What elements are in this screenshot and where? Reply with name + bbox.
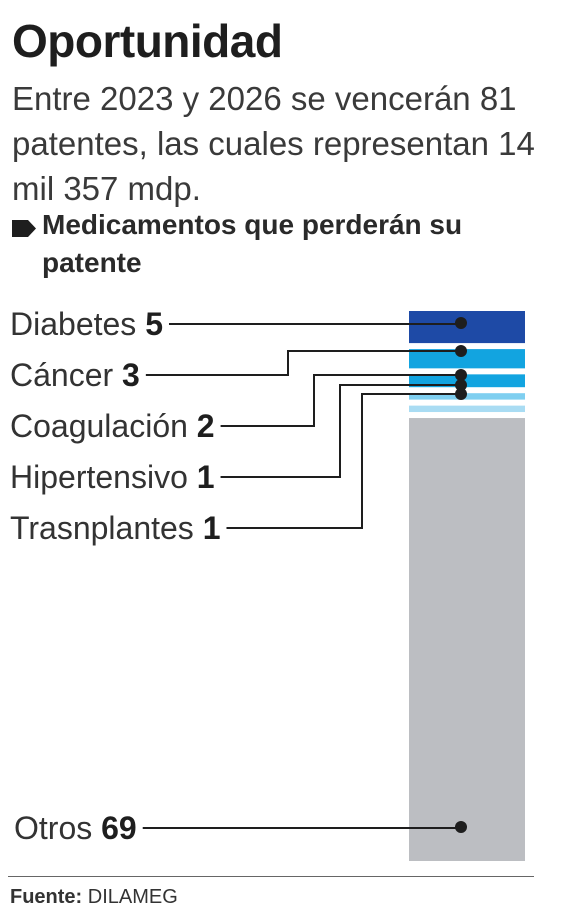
source-label: Fuente: [10,886,83,908]
leader-dot-hipertensivo [455,379,467,391]
label-hipertensivo: Hipertensivo 1 [10,459,215,495]
section-label: Medicamentos que perderán su patente [42,209,463,278]
chart-subtitle: Entre 2023 y 2026 se vencerán 81 patente… [12,80,535,207]
label-name-otros: Otros [14,810,101,846]
label-name-coagulacion: Coagulación [10,408,197,444]
source-value: DILAMEG [87,886,178,908]
label-value-diabetes: 5 [145,306,163,342]
label-name-cancer: Cáncer [10,357,122,393]
bar-segment-coagulacion [409,374,525,388]
leader-dot-diabetes [455,317,467,329]
label-cancer: Cáncer 3 [10,357,140,393]
leader-line-trasnplantes [226,393,461,529]
chart-title: Oportunidad [12,15,283,67]
bar-segment-hipertensivo [409,393,525,400]
bar-segment-otros [409,418,525,861]
label-coagulacion: Coagulación 2 [10,408,215,444]
leader-dot-trasnplantes [455,388,467,400]
label-trasnplantes: Trasnplantes 1 [10,510,220,546]
bar-segment-cancer [409,349,525,369]
label-name-diabetes: Diabetes [10,306,145,342]
label-value-coagulacion: 2 [197,408,215,444]
leader-dot-otros [455,821,467,833]
bullet-marker-icon [12,220,36,237]
label-value-hipertensivo: 1 [197,459,215,495]
label-diabetes: Diabetes 5 [10,306,163,342]
bar-segment-diabetes [409,311,525,344]
label-value-cancer: 3 [122,357,140,393]
leader-dot-coagulacion [455,369,467,381]
section-heading: Medicamentos que perderán su patente [12,206,522,282]
source-note: Fuente: DILAMEG [10,886,178,909]
leader-line-hipertensivo [220,384,461,478]
leader-dot-cancer [455,345,467,357]
label-name-trasnplantes: Trasnplantes [10,510,203,546]
bar-segment-trasnplantes [409,405,525,413]
footer-divider [8,876,534,877]
label-value-otros: 69 [101,810,137,846]
label-value-trasnplantes: 1 [203,510,221,546]
leader-line-cancer [145,350,461,376]
label-otros: Otros 69 [14,810,137,846]
label-name-hipertensivo: Hipertensivo [10,459,197,495]
leader-line-coagulacion [220,374,461,427]
